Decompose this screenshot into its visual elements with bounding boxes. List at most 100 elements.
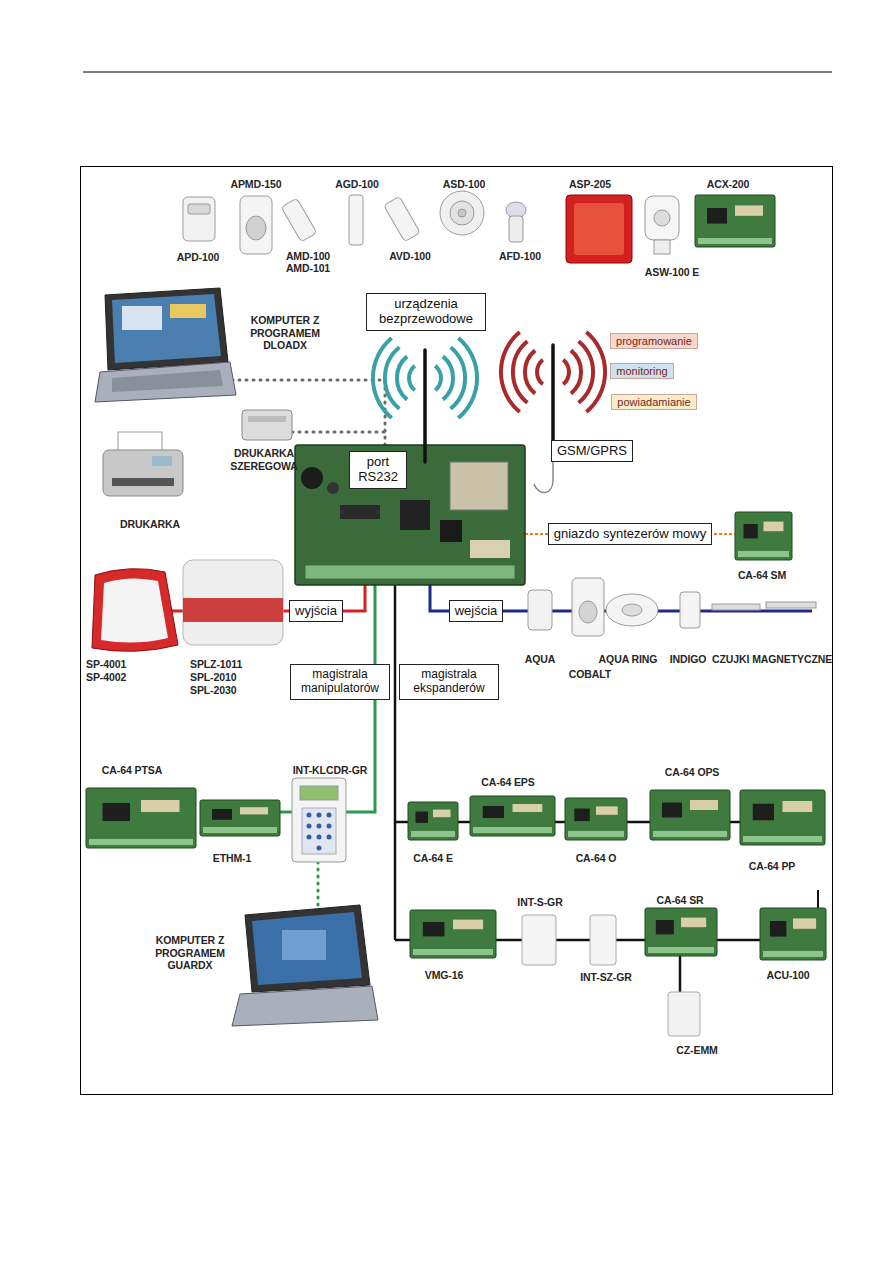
- circuit-board: [200, 800, 280, 836]
- wireless-detector: [183, 197, 215, 241]
- part-label: CA-64 PTSA: [102, 764, 162, 777]
- label-box: port RS232: [349, 451, 407, 489]
- wireless-siren: [566, 195, 632, 263]
- part-label: CA-64 E: [413, 852, 453, 865]
- lcd-keypad: [300, 786, 338, 800]
- part-label: AGD-100: [335, 178, 379, 191]
- wireless-detector: [246, 216, 266, 240]
- circuit-board: [86, 788, 196, 848]
- circuit-board: [574, 809, 590, 822]
- circuit-board: [470, 796, 555, 836]
- lcd-keypad: [317, 824, 322, 829]
- circuit-board: [565, 798, 627, 840]
- control-panel-board: [305, 565, 515, 579]
- antenna-mast: [551, 345, 555, 440]
- circuit-board: [783, 801, 813, 812]
- box-text: wejścia: [455, 604, 498, 619]
- circuit-board: [212, 809, 232, 820]
- control-panel-board: [470, 540, 510, 558]
- part-label: SP-4001: [86, 658, 126, 671]
- expander-bus-wire: [679, 955, 682, 992]
- circuit-board: [650, 790, 730, 840]
- part-label: INT-SZ-GR: [580, 971, 632, 984]
- lcd-keypad: [302, 808, 336, 854]
- circuit-board: [483, 806, 504, 818]
- gsm-waves: [563, 360, 569, 385]
- label-box: GSM/GPRS: [551, 440, 633, 463]
- part-label: ACU-100: [766, 969, 809, 982]
- part-label: CZ-EMM: [676, 1044, 717, 1057]
- circuit-board: [470, 796, 555, 836]
- rs232-dotted-line: [292, 431, 385, 434]
- gsm-cable: [534, 462, 553, 493]
- expander-bus-wire: [394, 585, 397, 940]
- gsm-waves: [501, 332, 520, 412]
- lcd-keypad: [307, 835, 312, 840]
- circuit-board: [698, 238, 772, 244]
- figure-frame: [81, 167, 833, 1095]
- outdoor-siren: [92, 560, 283, 651]
- circuit-board: [240, 807, 268, 814]
- box-text: magistrala ekspanderów: [405, 668, 493, 696]
- module-enclosure: [668, 992, 700, 1036]
- keypad-pc-dotted-line: [317, 862, 320, 906]
- part-label: SPL-2010: [190, 671, 236, 684]
- laptop-computer: [282, 930, 326, 960]
- circuit-board: [753, 804, 774, 821]
- circuit-board: [735, 205, 763, 215]
- circuit-board: [408, 802, 458, 840]
- circuit-board: [86, 195, 826, 960]
- circuit-board: [411, 831, 455, 837]
- circuit-board: [681, 918, 706, 928]
- box-text: port RS232: [355, 455, 401, 485]
- function-tag: monitoring: [610, 363, 673, 380]
- bus-label-box: magistrala ekspanderów: [399, 664, 499, 700]
- outdoor-siren: [101, 578, 168, 642]
- wireless-detector: [440, 191, 484, 235]
- label-box: gniazdo syntezerów mowy: [548, 523, 712, 546]
- circuit-board: [695, 195, 775, 247]
- circuit-board: [200, 800, 280, 836]
- circuit-board: [740, 790, 825, 845]
- part-label: ASW-100 E: [645, 266, 699, 279]
- box-text: monitoring: [616, 365, 667, 378]
- printer: [112, 478, 174, 486]
- wired-detector: [572, 578, 604, 636]
- module-enclosure: [522, 915, 556, 965]
- control-panel-board: [440, 520, 462, 542]
- gsm-cable: [534, 462, 553, 493]
- part-label: APMD-150: [230, 178, 281, 191]
- function-tag: powiadamianie: [611, 394, 696, 411]
- module-enclosure: [522, 915, 700, 1036]
- circuit-board: [662, 803, 682, 818]
- wireless-detector: [183, 191, 526, 254]
- gsm-waves: [525, 350, 535, 393]
- outdoor-siren: [92, 569, 178, 652]
- wired-detector: [622, 604, 642, 616]
- part-label: DRUKARKA: [120, 518, 180, 531]
- circuit-board: [453, 920, 483, 930]
- lcd-keypad: [327, 835, 332, 840]
- printer: [103, 432, 183, 496]
- part-label: CA-64 OPS: [665, 766, 720, 779]
- circuit-board: [410, 910, 496, 958]
- circuit-board: [770, 921, 787, 937]
- control-panel-board: [295, 445, 525, 585]
- wireless-socket: [645, 196, 679, 254]
- part-label: CA-64 O: [576, 852, 617, 865]
- gsm-waves: [537, 360, 543, 385]
- control-panel-board: [450, 462, 508, 510]
- circuit-board: [648, 947, 714, 953]
- wireless-detector: [281, 198, 317, 242]
- circuit-board: [650, 790, 730, 840]
- box-text: wyjścia: [295, 604, 337, 619]
- wireless-waves: [451, 347, 465, 409]
- part-label: AFD-100: [499, 250, 541, 263]
- wireless-detector: [509, 216, 523, 242]
- circuit-board: [764, 522, 784, 532]
- wireless-socket: [654, 240, 670, 254]
- laptop-computer: [232, 986, 378, 1026]
- laptop-computer: [122, 306, 162, 330]
- part-label: APD-100: [177, 251, 220, 264]
- keypad-pc-dotted-line: [318, 862, 319, 906]
